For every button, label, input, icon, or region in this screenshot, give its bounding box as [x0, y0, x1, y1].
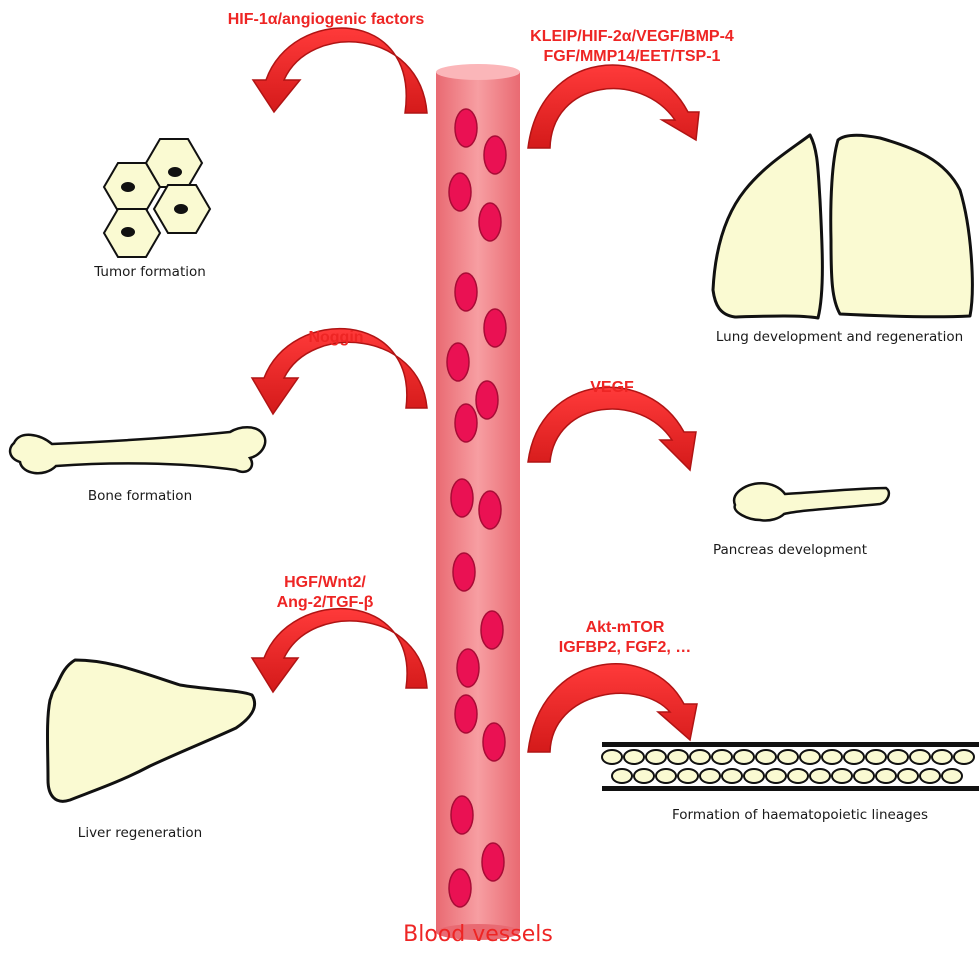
red-blood-cell — [449, 869, 471, 907]
pancreas-icon — [734, 483, 889, 520]
marrow-cell — [910, 750, 930, 764]
factors-tumor: HIF-1α/angiogenic factors — [206, 10, 446, 30]
marrow-cell — [624, 750, 644, 764]
marrow-cell — [766, 769, 786, 783]
red-blood-cell — [479, 203, 501, 241]
marrow-cell — [712, 750, 732, 764]
red-blood-cell — [451, 479, 473, 517]
caption-haemato: Formation of haematopoietic lineages — [645, 807, 955, 823]
marrow-cell — [756, 750, 776, 764]
marrow-cell — [612, 769, 632, 783]
marrow-cell — [832, 769, 852, 783]
red-blood-cell — [449, 173, 471, 211]
red-blood-cell — [455, 404, 477, 442]
marrow-cell — [678, 769, 698, 783]
blood-vessels-title: Blood vessels — [358, 922, 598, 947]
marrow-cell — [778, 750, 798, 764]
marrow-cell — [810, 769, 830, 783]
red-blood-cell — [455, 695, 477, 733]
caption-pancreas: Pancreas development — [700, 542, 880, 558]
caption-bone: Bone formation — [60, 488, 220, 504]
marrow-cell — [602, 750, 622, 764]
red-blood-cell — [484, 309, 506, 347]
marrow-cell — [646, 750, 666, 764]
marrow-cell — [800, 750, 820, 764]
marrow-cell — [822, 750, 842, 764]
marrow-cell — [690, 750, 710, 764]
marrow-cell — [656, 769, 676, 783]
caption-lung: Lung development and regeneration — [700, 329, 979, 345]
tumor-cells-icon — [104, 139, 210, 257]
marrow-cell — [668, 750, 688, 764]
marrow-cell — [734, 750, 754, 764]
marrow-cell — [932, 750, 952, 764]
arrow-to-liver — [252, 609, 427, 692]
factors-haemato: Akt-mTOR IGFBP2, FGF2, … — [530, 618, 720, 658]
factors-lung: KLEIP/HIF-2α/VEGF/BMP-4 FGF/MMP14/EET/TS… — [472, 27, 792, 67]
marrow-cell — [844, 750, 864, 764]
blood-vessel — [436, 64, 520, 940]
caption-tumor: Tumor formation — [70, 264, 230, 280]
marrow-cell — [876, 769, 896, 783]
red-blood-cell — [451, 796, 473, 834]
marrow-cell — [700, 769, 720, 783]
factors-liver: HGF/Wnt2/ Ang-2/TGF-β — [250, 573, 400, 613]
red-blood-cell — [457, 649, 479, 687]
marrow-cell — [722, 769, 742, 783]
marrow-cell — [888, 750, 908, 764]
marrow-cell — [634, 769, 654, 783]
liver-icon — [48, 660, 255, 801]
marrow-cell — [920, 769, 940, 783]
marrow-cell — [854, 769, 874, 783]
red-blood-cell — [483, 723, 505, 761]
marrow-cell — [942, 769, 962, 783]
red-blood-cell — [481, 611, 503, 649]
marrow-cell — [954, 750, 974, 764]
factors-bone: Noggin — [276, 328, 396, 348]
arrow-to-pancreas — [528, 387, 696, 470]
red-blood-cell — [482, 843, 504, 881]
lung-icon — [713, 135, 972, 318]
arrow-to-tumor — [253, 28, 427, 113]
marrow-cell — [788, 769, 808, 783]
caption-liver: Liver regeneration — [60, 825, 220, 841]
arrow-to-haemato — [528, 664, 697, 752]
red-blood-cell — [455, 109, 477, 147]
factors-pancreas: VEGF — [562, 378, 662, 398]
marrow-cell — [898, 769, 918, 783]
marrow-cell — [866, 750, 886, 764]
red-blood-cell — [447, 343, 469, 381]
red-blood-cell — [479, 491, 501, 529]
red-blood-cell — [453, 553, 475, 591]
bone-icon — [10, 427, 265, 473]
red-blood-cell — [476, 381, 498, 419]
red-blood-cell — [455, 273, 477, 311]
marrow-cell — [744, 769, 764, 783]
red-blood-cell — [484, 136, 506, 174]
arrow-to-lung — [528, 65, 699, 148]
bone-marrow-cells-icon — [602, 742, 979, 791]
